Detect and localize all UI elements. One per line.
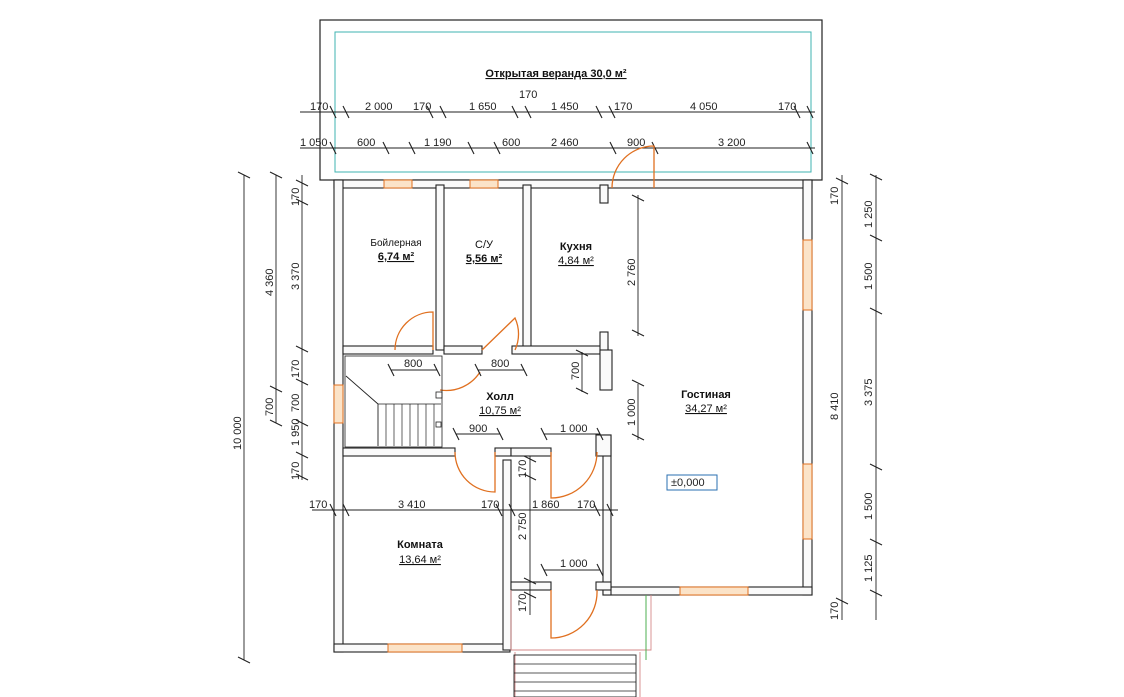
dim-top2-4: 2 460 bbox=[551, 137, 579, 149]
veranda-outline bbox=[319, 19, 823, 181]
room-living-name: Гостиная bbox=[681, 389, 731, 401]
door-boiler bbox=[394, 311, 434, 351]
level-mark: ±0,000 bbox=[666, 474, 718, 491]
room-hall-name: Холл bbox=[486, 391, 514, 403]
dim-right-outer-2: 1 500 bbox=[863, 262, 875, 290]
dim-top2-0: 1 050 bbox=[300, 137, 328, 149]
dimension-right: 170 8 410 170 1 250 1 500 3 375 1 500 1 … bbox=[829, 173, 883, 620]
window-room bbox=[387, 643, 463, 653]
door-entry-veranda bbox=[611, 145, 655, 189]
room-room-area: 13,64 м² bbox=[399, 554, 441, 566]
dim-top2-6: 3 200 bbox=[718, 137, 746, 149]
dim-vest-1000: 1 000 bbox=[560, 558, 588, 570]
room-wc-name: С/У bbox=[475, 239, 494, 251]
dim-right-inner: 8 410 bbox=[829, 392, 841, 420]
dim-hall-1000: 1 000 bbox=[560, 423, 588, 435]
dim-col-170: 170 bbox=[517, 460, 529, 478]
dim-top1-3: 1 650 bbox=[469, 101, 497, 113]
dim-hall-door-mid: 800 bbox=[491, 358, 509, 370]
dimension-top-row-2: 1 050 600 1 190 600 2 460 900 3 200 bbox=[300, 137, 815, 155]
dim-left-inner-3: 700 bbox=[290, 394, 302, 412]
veranda-deck bbox=[334, 31, 812, 173]
room-wc-area: 5,56 м² bbox=[466, 253, 503, 265]
door-room bbox=[454, 451, 496, 493]
dim-row-170b: 170 bbox=[481, 499, 499, 511]
dim-right-outer-6: 170 bbox=[829, 602, 841, 620]
window-wc bbox=[469, 179, 499, 189]
dim-left-inner-1: 3 370 bbox=[290, 262, 302, 290]
door-wc bbox=[481, 316, 520, 351]
dim-left-inner-4: 1 950 bbox=[290, 418, 302, 446]
dim-left-inner-0: 170 bbox=[290, 188, 302, 206]
dimension-top-row-1: 170 2 000 170 1 650 170 1 450 170 4 050 … bbox=[300, 89, 815, 119]
interior-dimensions: 800 800 700 2 760 1 000 900 1 000 170 bbox=[309, 194, 645, 615]
dim-row-170a: 170 bbox=[309, 499, 327, 511]
room-boiler-name: Бойлерная bbox=[370, 238, 421, 249]
dim-left-inner-2: 170 bbox=[290, 360, 302, 378]
dim-right-outer-4: 1 500 bbox=[863, 492, 875, 520]
window-hall bbox=[333, 384, 344, 424]
dim-right-outer-3: 3 375 bbox=[863, 378, 875, 406]
room-hall-area: 10,75 м² bbox=[479, 405, 521, 417]
room-living-area: 34,27 м² bbox=[685, 403, 727, 415]
dim-right-outer-1: 1 250 bbox=[863, 200, 875, 228]
dim-top1-4: 170 bbox=[519, 89, 537, 101]
porch bbox=[510, 590, 652, 697]
dim-top1-7: 4 050 bbox=[690, 101, 718, 113]
window-living-1 bbox=[802, 239, 813, 311]
window-living-bottom bbox=[679, 586, 749, 596]
dim-living-door: 1 000 bbox=[626, 398, 638, 426]
dim-left-extra: 700 bbox=[264, 398, 276, 416]
dim-col-170b: 170 bbox=[517, 594, 529, 612]
dim-top2-1: 600 bbox=[357, 137, 375, 149]
door-vestibule bbox=[550, 589, 598, 639]
dim-col-2750: 2 750 bbox=[517, 512, 529, 540]
stairs bbox=[344, 355, 443, 448]
dim-left-total: 10 000 bbox=[232, 416, 244, 450]
dim-top1-0: 170 bbox=[310, 101, 328, 113]
door-hall-arc bbox=[439, 371, 481, 392]
dim-top1-2: 170 bbox=[413, 101, 431, 113]
dim-top1-1: 2 000 bbox=[365, 101, 393, 113]
room-boiler-area: 6,74 м² bbox=[378, 251, 415, 263]
dim-row-170c: 170 bbox=[577, 499, 595, 511]
level-mark-text: ±0,000 bbox=[671, 477, 705, 489]
dim-left-mid: 4 360 bbox=[264, 268, 276, 296]
dimension-left: 10 000 4 360 700 170 3 370 170 700 1 950… bbox=[232, 171, 309, 664]
dim-hall-door-left: 800 bbox=[404, 358, 422, 370]
dim-top1-8: 170 bbox=[778, 101, 796, 113]
room-room-name: Комната bbox=[397, 539, 444, 551]
room-labels: Бойлерная 6,74 м² С/У 5,56 м² Кухня 4,84… bbox=[370, 238, 730, 566]
dim-top2-5: 900 bbox=[627, 137, 645, 149]
dim-kitchen-wall: 700 bbox=[570, 362, 582, 380]
veranda-label: Открытая веранда 30,0 м² bbox=[485, 68, 627, 80]
veranda: Открытая веранда 30,0 м² bbox=[319, 19, 823, 181]
dim-top2-2: 1 190 bbox=[424, 137, 452, 149]
window-living-2 bbox=[802, 463, 813, 540]
dim-right-outer-5: 1 125 bbox=[863, 554, 875, 582]
dim-row-1860: 1 860 bbox=[532, 499, 560, 511]
dim-row-3410: 3 410 bbox=[398, 499, 426, 511]
door-living bbox=[550, 451, 598, 499]
dim-top1-6: 170 bbox=[614, 101, 632, 113]
dim-right-outer-0: 170 bbox=[829, 187, 841, 205]
room-kitchen-name: Кухня bbox=[560, 241, 592, 253]
dim-hall-900: 900 bbox=[469, 423, 487, 435]
room-kitchen-area: 4,84 м² bbox=[558, 255, 594, 267]
inner-walls bbox=[342, 184, 613, 591]
doors bbox=[394, 145, 655, 639]
dim-kitchen-height: 2 760 bbox=[626, 258, 638, 286]
windows bbox=[333, 179, 813, 653]
window-boiler bbox=[383, 179, 413, 189]
dim-top2-3: 600 bbox=[502, 137, 520, 149]
dim-left-inner-5: 170 bbox=[290, 462, 302, 480]
dim-top1-5: 1 450 bbox=[551, 101, 579, 113]
